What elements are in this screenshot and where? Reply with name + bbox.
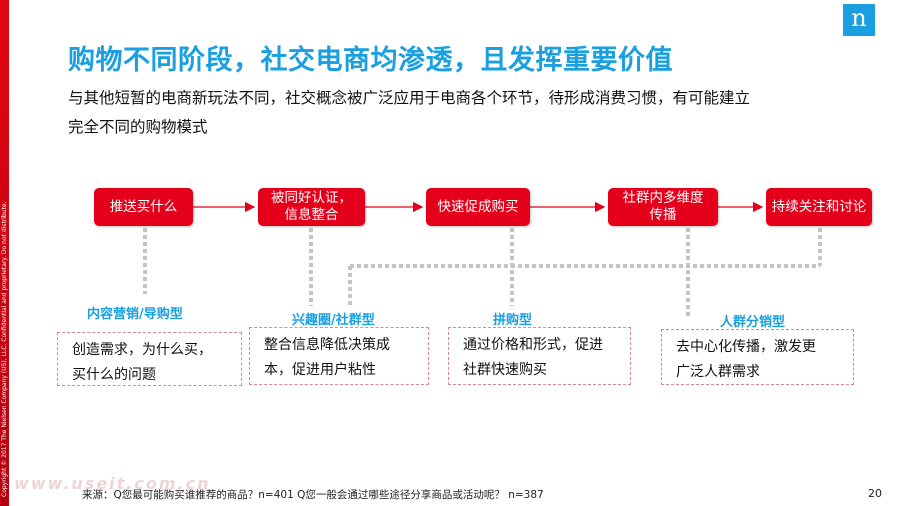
page-number: 20 [868,487,882,500]
desc-line: 本，促进用户粘性 [264,362,376,378]
type-label-content: 内容营销/导购型 [84,303,186,322]
page-title: 购物不同阶段，社交电商均渗透，且发挥重要价值 [68,45,673,76]
flow-step-purchase: 快速促成购买 [426,188,530,226]
flow-step-endorse: 被同好认证， 信息整合 [258,188,365,226]
desc-line: 广泛人群需求 [676,364,760,380]
step-label: 持续关注和讨论 [771,198,867,215]
type-label-group-buy: 拼购型 [490,309,536,328]
desc-line: 去中心化传播，激发更 [676,339,816,355]
desc-line: 买什么的问题 [72,367,156,383]
flow-step-push: 推送买什么 [94,188,193,226]
type-desc-group-buy: 通过价格和形式，促进 社群快速购买 [448,327,631,385]
subtitle-line-2: 完全不同的购物模式 [68,118,208,136]
type-label-interest: 兴趣圈/社群型 [289,309,378,328]
desc-line: 社群快速购买 [463,362,547,378]
step-label: 推送买什么 [109,198,178,215]
type-desc-content: 创造需求，为什么买， 买什么的问题 [57,332,242,386]
step-label: 快速促成购买 [437,198,519,215]
desc-line: 整合信息降低决策成 [264,337,390,353]
step-label: 社群内多维度 [622,190,704,206]
step-label: 传播 [649,207,677,223]
desc-line: 通过价格和形式，促进 [463,337,603,353]
type-desc-interest: 整合信息降低决策成 本，促进用户粘性 [249,327,429,385]
watermark: www.useit.com.cn [14,474,211,493]
flow-step-follow: 持续关注和讨论 [766,188,872,226]
side-accent-bar [0,0,9,506]
type-desc-distribution: 去中心化传播，激发更 广泛人群需求 [661,329,854,385]
flow-step-spread: 社群内多维度 传播 [608,188,718,226]
subtitle-line-1: 与其他短暂的电商新玩法不同，社交概念被广泛应用于电商各个环节，待形成消费习惯，有… [68,89,751,107]
step-label: 信息整合 [284,207,339,223]
footer-source: 来源：Q您最可能购买谁推荐的商品？n=401 Q您一般会通过哪些途径分享商品或活… [82,489,544,501]
nielsen-logo: n [843,4,875,36]
type-label-distribution: 人群分销型 [717,311,789,330]
desc-line: 创造需求，为什么买， [72,342,212,358]
step-label: 被同好认证， [271,190,352,206]
